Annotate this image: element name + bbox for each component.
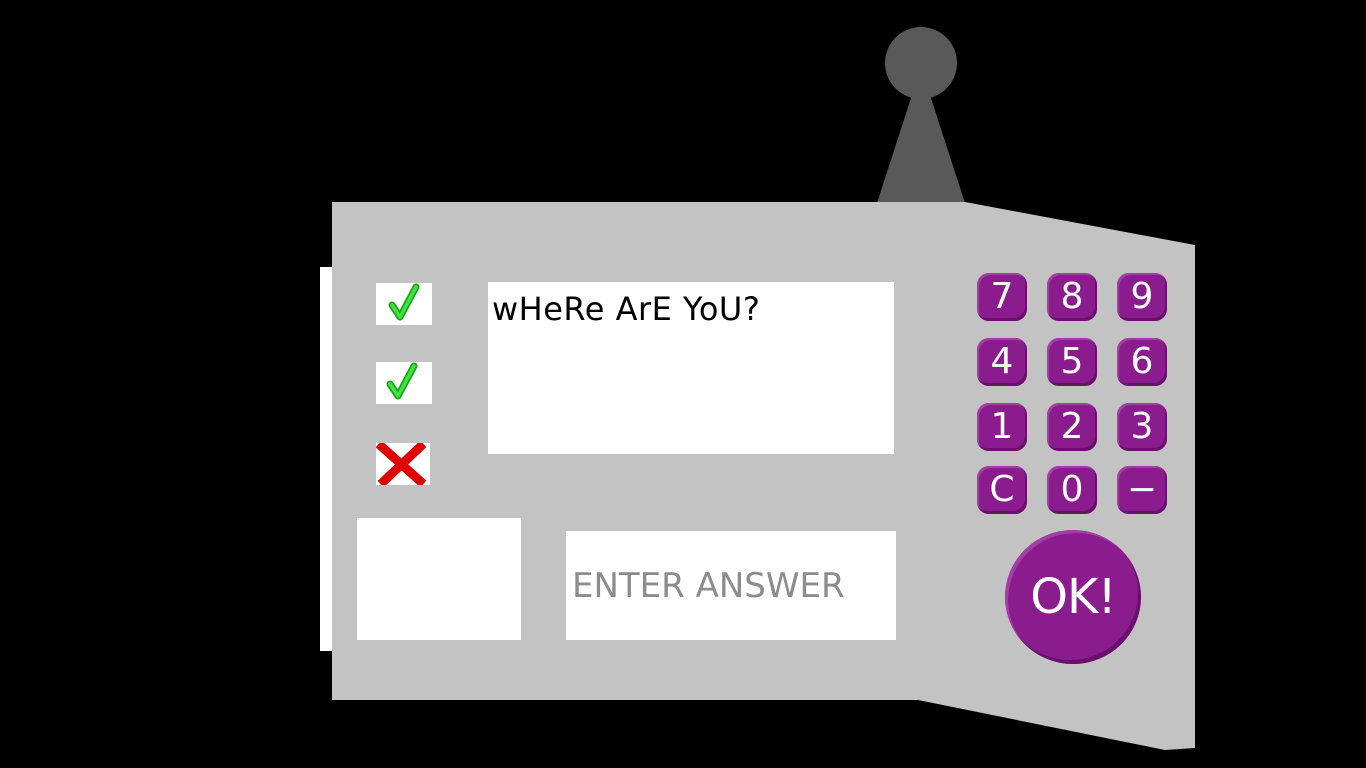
key-minus[interactable]: − bbox=[1117, 466, 1167, 514]
antenna bbox=[877, 27, 965, 203]
key-9[interactable]: 9 bbox=[1117, 273, 1167, 321]
key-1[interactable]: 1 bbox=[977, 403, 1027, 451]
result-indicator-1 bbox=[376, 283, 432, 325]
key-6[interactable]: 6 bbox=[1117, 338, 1167, 386]
key-8[interactable]: 8 bbox=[1047, 273, 1097, 321]
question-text: wHeRe ArE YoU? bbox=[492, 290, 761, 328]
device-left-edge bbox=[320, 267, 334, 651]
key-5[interactable]: 5 bbox=[1047, 338, 1097, 386]
cross-icon bbox=[376, 443, 427, 485]
answer-input[interactable] bbox=[566, 531, 896, 640]
check-icon bbox=[388, 283, 420, 321]
blank-panel bbox=[357, 518, 521, 640]
key-2[interactable]: 2 bbox=[1047, 403, 1097, 451]
key-3[interactable]: 3 bbox=[1117, 403, 1167, 451]
question-display: wHeRe ArE YoU? bbox=[488, 282, 894, 454]
key-clear[interactable]: C bbox=[977, 466, 1027, 514]
check-icon bbox=[386, 362, 418, 400]
key-4[interactable]: 4 bbox=[977, 338, 1027, 386]
key-0[interactable]: 0 bbox=[1047, 466, 1097, 514]
ok-button[interactable]: OK! bbox=[1005, 530, 1141, 664]
key-7[interactable]: 7 bbox=[977, 273, 1027, 321]
result-indicator-3 bbox=[376, 443, 430, 485]
result-indicator-2 bbox=[376, 362, 432, 404]
